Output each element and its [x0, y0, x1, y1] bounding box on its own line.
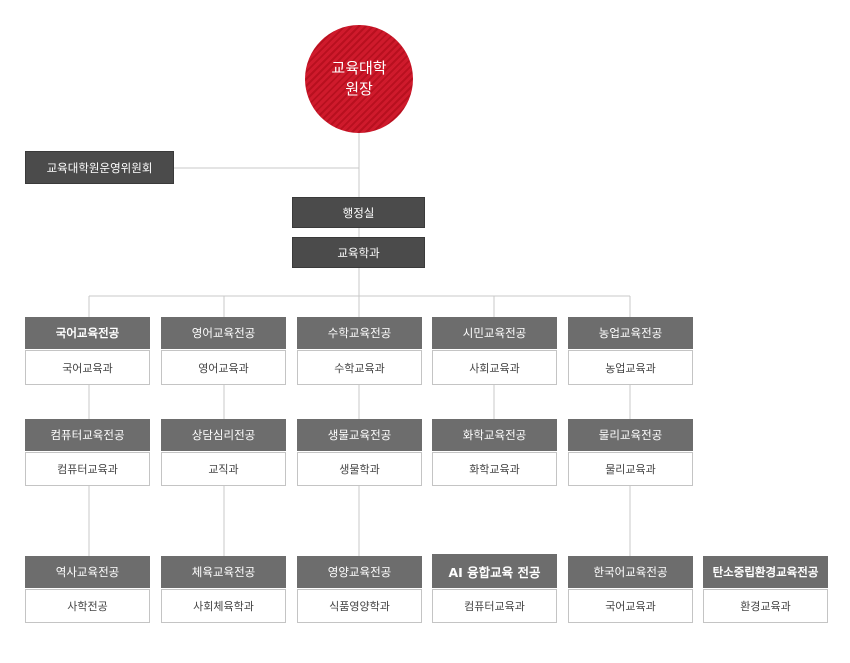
dean-circle: 교육대학 원장: [305, 25, 413, 133]
major-dept: 국어교육과: [568, 589, 693, 623]
major-dept: 수학교육과: [297, 350, 422, 385]
major-header: 농업교육전공: [568, 317, 693, 349]
major-dept: 영어교육과: [161, 350, 286, 385]
major-header: 컴퓨터교육전공: [25, 419, 150, 451]
major-dept: 국어교육과: [25, 350, 150, 385]
major-header: 생물교육전공: [297, 419, 422, 451]
major-header: 물리교육전공: [568, 419, 693, 451]
dean-title-line1: 교육대학: [331, 59, 387, 77]
education-dept-box: 교육학과: [292, 237, 425, 268]
major-header: 영어교육전공: [161, 317, 286, 349]
major-dept: 교직과: [161, 452, 286, 486]
major-dept: 식품영양학과: [297, 589, 422, 623]
major-header: 국어교육전공: [25, 317, 150, 349]
committee-box: 교육대학원운영위원회: [25, 151, 174, 184]
major-dept: 컴퓨터교육과: [432, 589, 557, 623]
major-header: 탄소중립환경교육전공: [703, 556, 828, 588]
major-header: 영양교육전공: [297, 556, 422, 588]
major-dept: 농업교육과: [568, 350, 693, 385]
major-header: AI 융합교육 전공: [432, 554, 557, 588]
major-dept: 사학전공: [25, 589, 150, 623]
major-header: 역사교육전공: [25, 556, 150, 588]
major-header: 체육교육전공: [161, 556, 286, 588]
major-dept: 사회체육학과: [161, 589, 286, 623]
major-dept: 화학교육과: [432, 452, 557, 486]
dean-title-line2: 원장: [345, 80, 373, 98]
major-header: 상담심리전공: [161, 419, 286, 451]
admin-office-box: 행정실: [292, 197, 425, 228]
major-header: 수학교육전공: [297, 317, 422, 349]
major-dept: 물리교육과: [568, 452, 693, 486]
major-header: 시민교육전공: [432, 317, 557, 349]
major-dept: 생물학과: [297, 452, 422, 486]
major-header: 화학교육전공: [432, 419, 557, 451]
major-dept: 사회교육과: [432, 350, 557, 385]
major-dept: 컴퓨터교육과: [25, 452, 150, 486]
major-dept: 환경교육과: [703, 589, 828, 623]
major-header: 한국어교육전공: [568, 556, 693, 588]
